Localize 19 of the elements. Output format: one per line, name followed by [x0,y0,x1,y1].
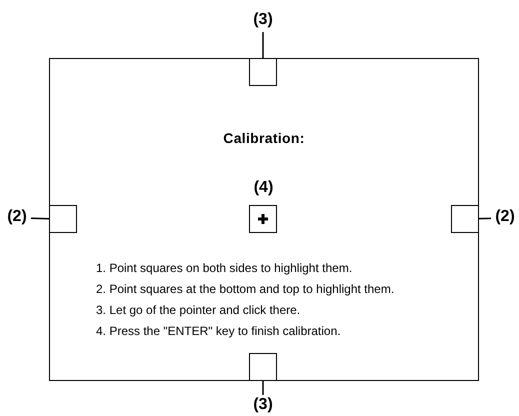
square-target [248,352,276,380]
leader-line [262,381,264,395]
leader-line [478,218,492,220]
instruction-step: 1. Point squares on both sides to highlight them. [96,258,394,279]
square-target [48,204,76,232]
leader-line [30,218,50,220]
screen-frame [49,58,479,381]
callout-number: (2) [491,207,519,229]
instruction-step: 3. Let go of the pointer and click there. [96,300,394,321]
callout-number: (2) [3,207,31,229]
callout-number: (3) [246,395,280,415]
instruction-step: 2. Point squares at the bottom and top to highlight them. [96,279,394,300]
square-target [248,58,276,86]
callout-number: (3) [246,10,280,32]
leader-line [262,32,264,58]
instruction-step: 4. Press the "ENTER" key to finish calibration. [96,321,394,342]
screen-title: Calibration: [222,130,306,146]
square-target [450,204,478,232]
callout-number: (4) [252,178,274,198]
